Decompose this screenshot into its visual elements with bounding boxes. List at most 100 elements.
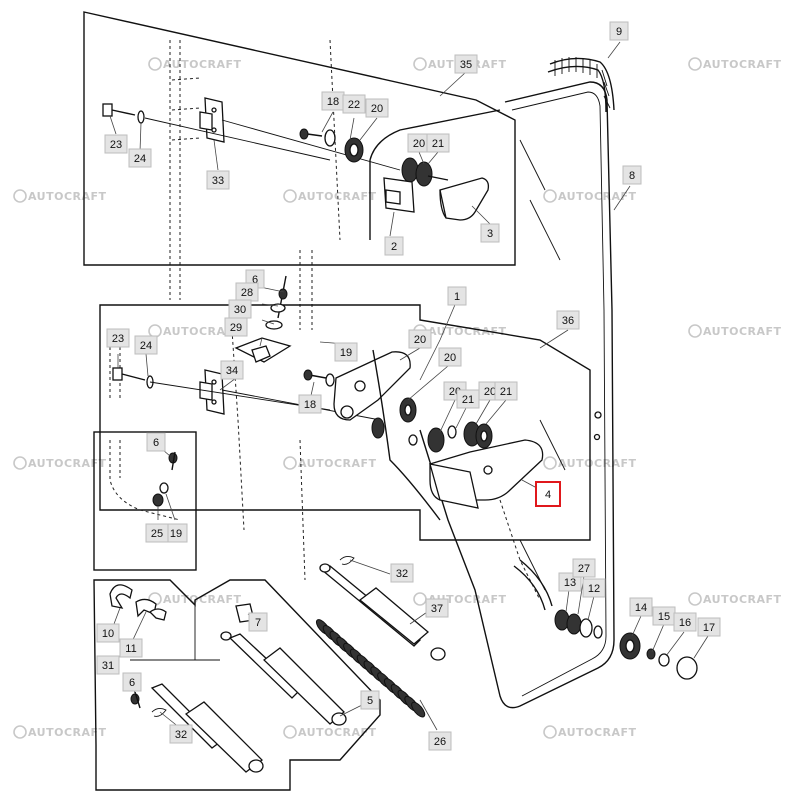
handle-3 — [439, 177, 490, 221]
watermark-logo: AUTOCRAFT — [543, 725, 637, 739]
watermark-logo: AUTOCRAFT — [688, 324, 782, 338]
spring-coil — [411, 701, 426, 718]
callout-box — [96, 655, 120, 675]
callout-label: 25 — [151, 528, 163, 540]
callout-label: 24 — [134, 153, 146, 165]
watermark-text: AUTOCRAFT — [558, 457, 637, 470]
callout-box — [454, 54, 478, 74]
callout-box — [697, 617, 721, 637]
callout-box — [106, 328, 130, 348]
callout-1: 1 — [447, 286, 467, 306]
callout-34: 34 — [220, 360, 244, 380]
watermark-logo: AUTOCRAFT — [148, 57, 241, 71]
callout-box — [456, 389, 480, 409]
callout-box — [134, 335, 158, 355]
callout-box — [342, 94, 366, 114]
callout-box — [169, 724, 193, 744]
callout-label: 6 — [129, 677, 135, 689]
callout-label: 14 — [635, 602, 647, 614]
callout-box — [390, 563, 414, 583]
latch-block-2 — [383, 177, 415, 213]
strut-32-lower — [150, 683, 264, 773]
callout-box — [298, 394, 322, 414]
callout-label: 10 — [102, 628, 114, 640]
callout-label: 4 — [545, 489, 551, 501]
callout-6: 6 — [146, 432, 166, 452]
callout-15: 15 — [652, 606, 676, 626]
bushings-lower — [399, 397, 493, 453]
watermark-text: AUTOCRAFT — [28, 190, 107, 203]
callout-box — [206, 170, 230, 190]
watermark-logo: AUTOCRAFT — [283, 189, 377, 203]
upper-latch-detail-box — [83, 11, 516, 266]
callout-box — [146, 432, 166, 452]
callout-box — [128, 148, 152, 168]
screw-18-lower — [303, 369, 335, 387]
callout-18: 18 — [321, 91, 345, 111]
callout-label: 34 — [226, 365, 238, 377]
gas-strut-37 — [319, 555, 446, 661]
callout-label: 35 — [460, 59, 472, 71]
watermark-text: AUTOCRAFT — [703, 325, 782, 338]
watermark-text: AUTOCRAFT — [28, 457, 107, 470]
callout-32: 32 — [390, 563, 414, 583]
callout-label: 23 — [110, 139, 122, 151]
callout-label: 16 — [679, 617, 691, 629]
callout-5: 5 — [360, 690, 380, 710]
callout-label: 32 — [175, 729, 187, 741]
callout-box — [104, 134, 128, 154]
callout-25: 25 — [145, 523, 169, 543]
watermark-text: AUTOCRAFT — [558, 726, 637, 739]
hinge-pin-assembly — [513, 559, 698, 680]
callout-label: 24 — [140, 340, 152, 352]
callout-label: 26 — [434, 736, 446, 748]
callout-box — [145, 523, 169, 543]
callout-28: 28 — [235, 282, 259, 302]
callout-box — [629, 597, 653, 617]
callout-22: 22 — [342, 94, 366, 114]
callout-label: 31 — [102, 660, 114, 672]
callout-box — [494, 381, 518, 401]
callout-label: 18 — [304, 399, 316, 411]
watermark-logo: AUTOCRAFT — [13, 456, 107, 470]
callout-19: 19 — [164, 523, 188, 543]
callout-18: 18 — [298, 394, 322, 414]
callout-20: 20 — [365, 98, 389, 118]
callout-label: 29 — [230, 322, 242, 334]
callout-label: 20 — [444, 352, 456, 364]
callout-box — [365, 98, 389, 118]
watermark-text: AUTOCRAFT — [298, 457, 377, 470]
callout-33: 33 — [206, 170, 230, 190]
callout-label: 6 — [252, 274, 258, 286]
callout-box — [480, 223, 500, 243]
watermark-logo: AUTOCRAFT — [688, 592, 781, 606]
callout-37: 37 — [425, 598, 449, 618]
callout-label: 12 — [588, 583, 600, 595]
callout-box — [609, 21, 629, 41]
watermark-text: AUTOCRAFT — [298, 190, 377, 203]
callout-label: 21 — [432, 138, 444, 150]
callout-box — [556, 310, 580, 330]
watermark-logo: AUTOCRAFT — [13, 725, 106, 739]
callout-box — [220, 360, 244, 380]
callout-label: 1 — [454, 291, 460, 303]
callout-box — [384, 236, 404, 256]
callout-24: 24 — [128, 148, 152, 168]
callout-box — [248, 612, 268, 632]
callout-label: 3 — [487, 228, 493, 240]
watermark-text: AUTOCRAFT — [703, 58, 782, 71]
callout-35: 35 — [454, 54, 478, 74]
callout-box — [425, 598, 449, 618]
callout-16: 16 — [673, 612, 697, 632]
callout-27: 27 — [572, 558, 596, 578]
bolt-23-upper — [102, 103, 145, 124]
callout-20: 20 — [438, 347, 462, 367]
callout-9: 9 — [609, 21, 629, 41]
callout-box — [408, 329, 432, 349]
callout-label: 20 — [413, 138, 425, 150]
callout-label: 2 — [391, 241, 397, 253]
callout-10: 10 — [96, 623, 120, 643]
door-seal — [547, 57, 615, 113]
callout-14: 14 — [629, 597, 653, 617]
